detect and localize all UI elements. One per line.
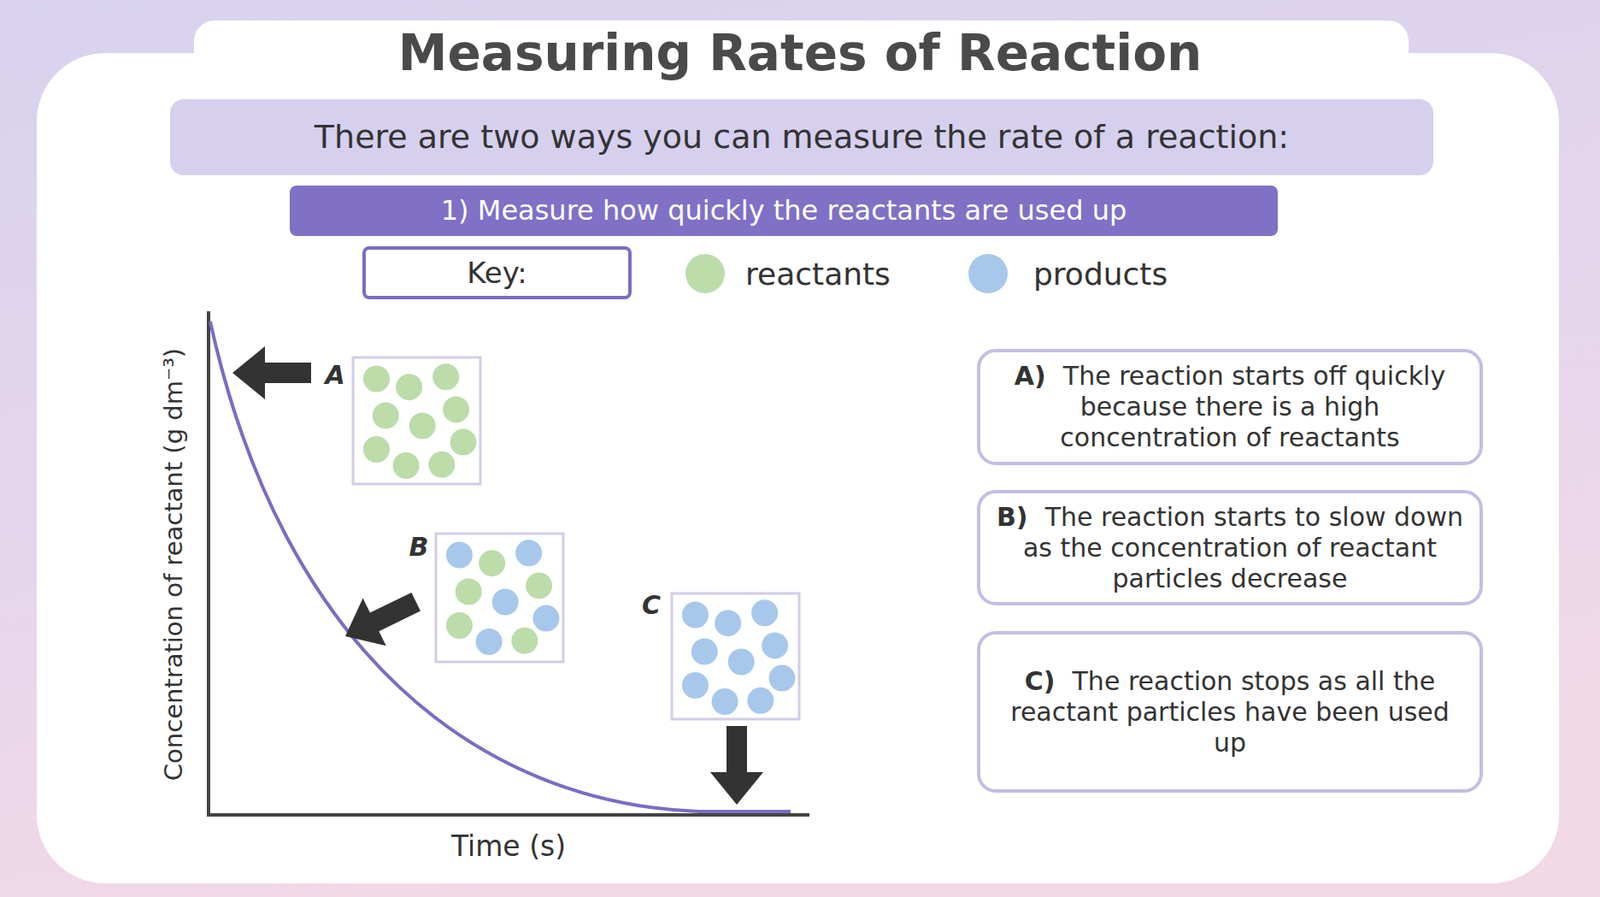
stage-box: B) The reaction starts to slow down as t… (976, 489, 1483, 606)
particle (442, 395, 470, 423)
pointer-arrows (232, 346, 764, 805)
particle (515, 539, 542, 566)
particle (363, 435, 390, 463)
x-axis (206, 812, 810, 817)
particle (691, 638, 718, 665)
particle (728, 647, 755, 675)
particles (363, 363, 795, 715)
rate-curve (210, 321, 791, 812)
stage-label: B (409, 531, 430, 562)
legend-text: products (1033, 256, 1168, 292)
legend-swatch (968, 253, 1008, 294)
axis-label: Time (s) (451, 829, 566, 863)
particle (455, 578, 483, 606)
particle (432, 363, 459, 390)
text-block: A) The reaction starts off quickly becau… (995, 360, 1465, 453)
box-text: The reaction starts to slow down as the … (1023, 501, 1464, 594)
key-box: Key: (362, 246, 632, 300)
particle (363, 365, 390, 393)
particle-box (352, 357, 481, 484)
axis-label: Concentration of reactant (g dm⁻³) (158, 347, 189, 781)
stage-label: C (641, 589, 661, 620)
particle (761, 631, 789, 659)
arrow-b (333, 577, 428, 660)
particle (478, 549, 506, 577)
legend-text: reactants (745, 256, 891, 292)
box-text: There are two ways you can measure the r… (314, 117, 1289, 156)
particle (747, 687, 774, 714)
title-tab (194, 20, 1409, 106)
white-panel (36, 52, 1559, 883)
text-block: B) The reaction starts to slow down as t… (995, 501, 1465, 595)
stage-letter: B) (996, 501, 1029, 532)
text-block: C) The reaction stops as all the reactan… (995, 665, 1465, 759)
intro-band: There are two ways you can measure the r… (170, 99, 1434, 176)
particle (492, 588, 519, 615)
particle (449, 429, 477, 456)
title: Measuring Rates of Reaction (398, 23, 1203, 83)
particle-box (671, 593, 800, 719)
particle (711, 688, 739, 715)
particle (393, 452, 420, 479)
particle (476, 628, 503, 655)
text-block: Key: (466, 255, 528, 291)
text-block: 1) Measure how quickly the reactants are… (441, 194, 1128, 227)
stage-letter: A) (1014, 360, 1047, 391)
particle (428, 451, 455, 478)
legend-swatch (685, 253, 725, 294)
y-axis (206, 311, 211, 817)
arrow-a (232, 346, 312, 400)
particle (751, 599, 778, 626)
box-text: The reaction starts off quickly because … (1059, 360, 1446, 453)
stage-letter: C) (1024, 665, 1056, 696)
box-text: 1) Measure how quickly the reactants are… (441, 194, 1128, 227)
particle (409, 411, 436, 439)
particle (682, 601, 709, 629)
particle (768, 664, 795, 692)
arrow-c (710, 725, 764, 805)
box-text: Key: (466, 255, 528, 290)
particle (446, 541, 473, 569)
particle (511, 627, 538, 654)
method-band: 1) Measure how quickly the reactants are… (289, 185, 1278, 236)
particle (525, 571, 553, 599)
particle (682, 671, 709, 699)
stage-box: A) The reaction starts off quickly becau… (976, 348, 1483, 465)
particle (714, 609, 742, 636)
stage-box: C) The reaction stops as all the reactan… (976, 630, 1483, 793)
stage-label: A (324, 359, 345, 390)
particle (395, 373, 423, 400)
particle (372, 402, 400, 430)
text-block: There are two ways you can measure the r… (314, 117, 1289, 158)
particle-box (435, 533, 564, 662)
box-text: The reaction stops as all the reactant p… (1010, 665, 1450, 758)
particle (532, 605, 559, 632)
particle (446, 611, 473, 639)
